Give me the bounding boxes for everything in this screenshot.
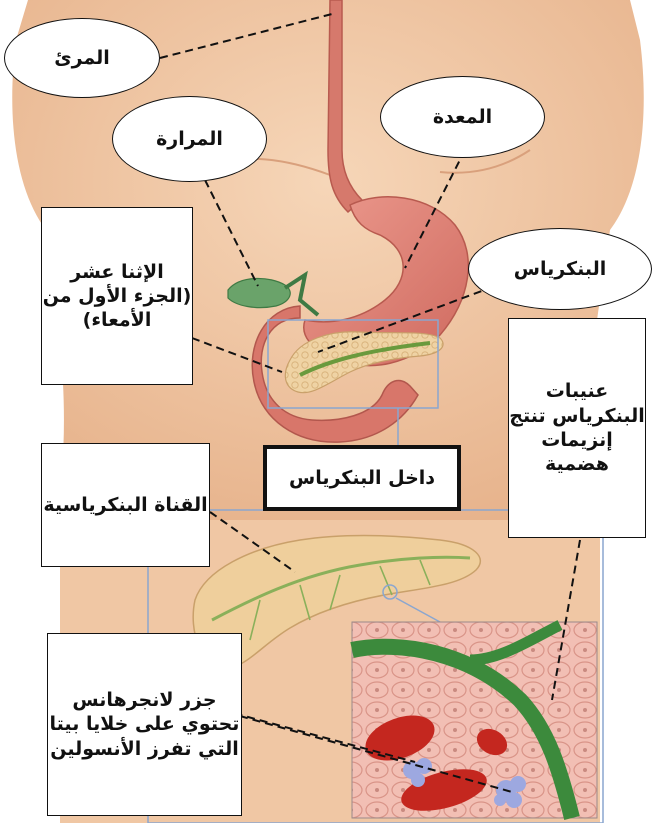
- gallbladder-label: المرارة: [112, 96, 267, 182]
- esophagus-label: المرئ: [4, 18, 160, 98]
- pancreatic-duct-label: القناة البنكرياسية: [41, 443, 210, 567]
- stomach-label: المعدة: [380, 76, 545, 158]
- inside-pancreas-title: داخل البنكرياس: [263, 445, 461, 511]
- islet-label: جزر لانجرهانس تحتوي على خلايا بيتا التي …: [47, 633, 242, 816]
- gallbladder-organ: [228, 278, 290, 307]
- pancreas-label: البنكرياس: [468, 228, 652, 310]
- acini-label: عنيبات البنكرياس تنتج إنزيمات هضمية: [508, 318, 646, 538]
- duodenum-label: الإثنا عشر (الجزء الأول من الأمعاء): [41, 207, 193, 385]
